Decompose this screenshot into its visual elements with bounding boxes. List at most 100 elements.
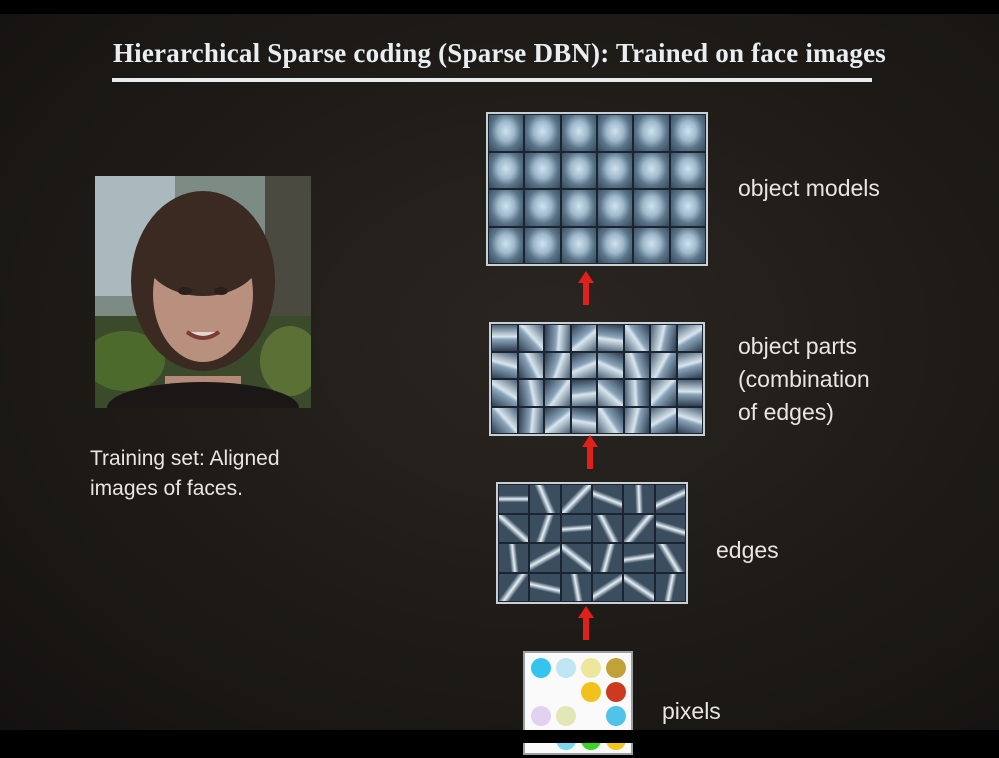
- arrow-up-icon: [578, 606, 594, 640]
- faces-tile: [669, 151, 706, 189]
- parts-tile: [676, 406, 703, 434]
- faces-tile: [633, 151, 670, 189]
- label-object-parts: object parts (combination of edges): [738, 330, 870, 429]
- edges-tile: [498, 572, 530, 602]
- faces-tile: [596, 226, 634, 264]
- edges-tile: [592, 484, 624, 514]
- faces-tile: [524, 189, 561, 227]
- faces-tile: [524, 114, 561, 152]
- edges-tile: [623, 513, 655, 543]
- slide-title: Hierarchical Sparse coding (Sparse DBN):…: [112, 38, 887, 68]
- parts-tile: [570, 406, 597, 434]
- parts-tile: [676, 351, 703, 379]
- faces-tile: [633, 189, 670, 227]
- parts-tile: [623, 379, 650, 407]
- edges-grid: [496, 482, 688, 604]
- faces-tile: [560, 226, 597, 264]
- faces-tile: [633, 226, 670, 264]
- edges-tile: [654, 513, 686, 543]
- faces-tile: [560, 151, 597, 189]
- object-parts-grid: [489, 322, 705, 436]
- parts-tile: [676, 379, 703, 407]
- pixel-dot: [606, 682, 626, 702]
- parts-tile: [491, 324, 518, 352]
- faces-tile: [524, 226, 561, 264]
- edges-tile: [560, 484, 592, 514]
- faces-tile: [596, 151, 634, 189]
- parts-tile: [650, 406, 677, 434]
- faces-tile: [669, 114, 706, 152]
- parts-tile: [491, 351, 518, 379]
- label-object-models: object models: [738, 175, 880, 201]
- faces-tile: [488, 189, 525, 227]
- edges-tile: [498, 484, 530, 514]
- edges-tile: [623, 572, 655, 602]
- pixel-dot: [531, 658, 551, 678]
- faces-tile: [633, 114, 670, 152]
- title-underline: [112, 78, 872, 82]
- parts-tile: [597, 351, 624, 379]
- pixel-dot: [581, 682, 601, 702]
- training-caption: Training set: Aligned images of faces.: [90, 444, 390, 504]
- pixel-dot: [606, 658, 626, 678]
- faces-tile: [560, 114, 597, 152]
- label-edges: edges: [716, 537, 779, 563]
- edges-tile: [560, 543, 592, 573]
- object-models-grid: [486, 112, 708, 266]
- label-object-parts-line-3: of edges): [738, 399, 834, 425]
- training-face-photo: [95, 176, 311, 408]
- parts-tile: [544, 406, 571, 434]
- faces-tile: [669, 189, 706, 227]
- parts-tile: [570, 379, 597, 407]
- edges-tile: [623, 484, 655, 514]
- parts-tile: [623, 406, 650, 434]
- parts-tile: [544, 379, 571, 407]
- parts-tile: [650, 379, 677, 407]
- parts-tile: [597, 379, 624, 407]
- edges-tile: [498, 513, 530, 543]
- edges-tile: [560, 513, 592, 543]
- parts-tile: [517, 406, 544, 434]
- label-object-parts-line-2: (combination: [738, 366, 870, 392]
- pixel-dot: [581, 658, 601, 678]
- caption-line-2: images of faces.: [90, 477, 243, 500]
- parts-tile: [517, 379, 544, 407]
- edges-tile: [560, 572, 592, 602]
- edges-tile: [529, 484, 561, 514]
- parts-tile: [650, 324, 677, 352]
- pixel-dot: [556, 658, 576, 678]
- parts-tile: [517, 324, 544, 352]
- edges-tile: [529, 513, 561, 543]
- faces-tile: [596, 189, 634, 227]
- arrow-up-icon: [582, 435, 598, 469]
- faces-tile: [560, 189, 597, 227]
- label-pixels: pixels: [662, 698, 721, 724]
- pixel-dot: [606, 706, 626, 726]
- parts-tile: [570, 351, 597, 379]
- pixel-dot: [531, 706, 551, 726]
- parts-tile: [544, 324, 571, 352]
- parts-tile: [570, 324, 597, 352]
- edges-tile: [592, 572, 624, 602]
- edges-tile: [654, 484, 686, 514]
- edges-tile: [529, 543, 561, 573]
- parts-tile: [597, 406, 624, 434]
- slide: Hierarchical Sparse coding (Sparse DBN):…: [0, 14, 999, 755]
- faces-tile: [669, 226, 706, 264]
- parts-tile: [650, 351, 677, 379]
- arrow-up-icon: [578, 271, 594, 305]
- label-object-parts-line-1: object parts: [738, 333, 857, 359]
- parts-tile: [517, 351, 544, 379]
- faces-tile: [596, 114, 634, 152]
- parts-tile: [623, 351, 650, 379]
- edges-tile: [654, 543, 686, 573]
- parts-tile: [623, 324, 650, 352]
- parts-tile: [597, 324, 624, 352]
- edges-tile: [498, 543, 530, 573]
- faces-tile: [488, 114, 525, 152]
- pixel-dot: [556, 706, 576, 726]
- edges-tile: [592, 513, 624, 543]
- faces-tile: [488, 151, 525, 189]
- edges-tile: [529, 572, 561, 602]
- caption-line-1: Training set: Aligned: [90, 447, 280, 470]
